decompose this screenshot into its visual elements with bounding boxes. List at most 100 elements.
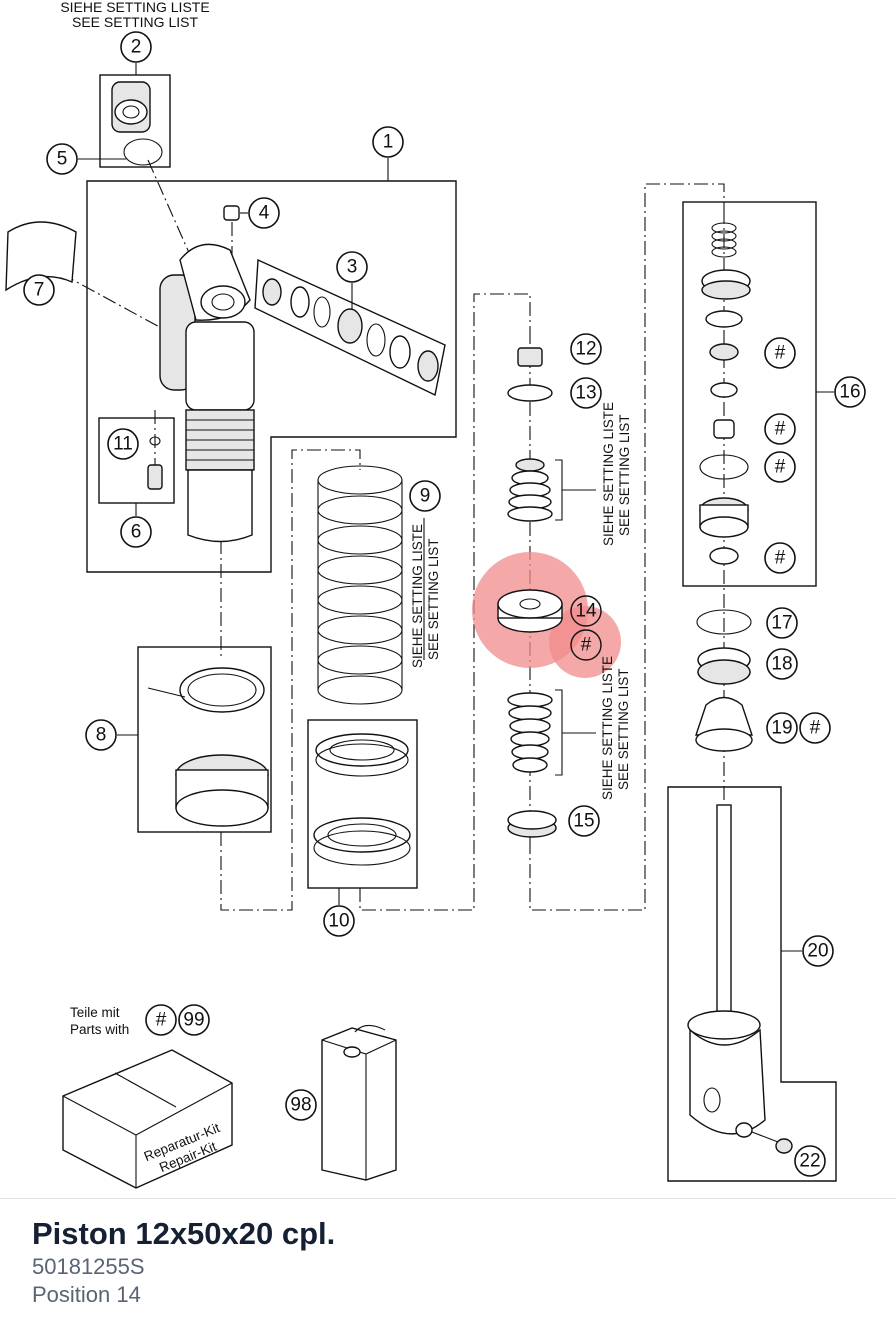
callout-13[interactable]: 13 (570, 377, 602, 409)
oil-can (321, 1024, 397, 1181)
callout-15[interactable]: 15 (568, 805, 600, 837)
callout-14-hash[interactable]: # (570, 629, 602, 661)
part-17-o-ring (696, 609, 752, 635)
part-14-piston (497, 589, 563, 633)
callout-17[interactable]: 17 (766, 607, 798, 639)
svg-text:15: 15 (573, 811, 594, 832)
svg-text:10: 10 (328, 911, 349, 932)
callout-22[interactable]: 22 (794, 1145, 826, 1177)
callout-4[interactable]: 4 (248, 197, 280, 229)
callout-19[interactable]: 19 (766, 712, 798, 744)
callout-16-hash-d[interactable]: # (764, 542, 796, 574)
callout-3[interactable]: 3 (336, 251, 368, 283)
frame-part-1 (86, 180, 457, 573)
part-13-washer (507, 384, 553, 402)
callout-2[interactable]: 2 (120, 31, 152, 63)
repair-kit-box: Reparatur-Kit Repair-Kit (62, 1049, 233, 1189)
setting-note-top-line1: SIEHE SETTING LISTE (60, 0, 209, 15)
setting-note-2-line2: SEE SETTING LIST (616, 668, 631, 790)
exploded-parts-diagram: SIEHE SETTING LISTE SEE SETTING LIST (5, 0, 866, 1189)
frame-part-6 (98, 417, 175, 504)
kit-note-line2: Parts with (70, 1022, 129, 1037)
frame-part-8 (137, 646, 272, 833)
callout-99[interactable]: 99 (178, 1004, 210, 1036)
svg-text:7: 7 (34, 280, 45, 301)
svg-text:16: 16 (839, 382, 860, 403)
setting-note-rotated-1: SIEHE SETTING LISTE SEE SETTING LIST (601, 402, 632, 546)
callout-98[interactable]: 98 (285, 1089, 317, 1121)
callout-14[interactable]: 14 (570, 595, 602, 627)
shim-stack-lower (507, 692, 553, 773)
frame-part-10 (307, 719, 418, 889)
callout-11[interactable]: 11 (107, 428, 139, 460)
setting-note-rotated-3: SIEHE SETTING LISTE SEE SETTING LIST (410, 524, 441, 668)
part-8-preload-ring (147, 667, 269, 827)
part-12-nut (517, 347, 543, 367)
svg-text:#: # (775, 419, 786, 440)
svg-text:4: 4 (259, 203, 270, 224)
part-5-o-ring (123, 138, 163, 166)
callout-5[interactable]: 5 (46, 143, 78, 175)
callout-16-hash-b[interactable]: # (764, 413, 796, 445)
bracket-upper (555, 459, 596, 521)
part-2-adjuster (111, 81, 163, 166)
setting-note-rotated-2: SIEHE SETTING LISTE SEE SETTING LIST (600, 656, 631, 800)
frame-part-16 (682, 201, 817, 587)
svg-text:22: 22 (799, 1151, 820, 1172)
frame-part-20 (667, 786, 837, 1182)
callout-7[interactable]: 7 (23, 274, 55, 306)
callout-kit-hash[interactable]: # (145, 1004, 177, 1036)
part-19-bumper (695, 696, 753, 752)
callout-16[interactable]: 16 (834, 376, 866, 408)
part-16-compression-adjuster (699, 222, 751, 565)
callout-6[interactable]: 6 (120, 516, 152, 548)
svg-text:14: 14 (575, 601, 597, 622)
svg-text:3: 3 (347, 257, 358, 278)
callout-8[interactable]: 8 (85, 719, 117, 751)
callout-16-hash-a[interactable]: # (764, 337, 796, 369)
callout-18[interactable]: 18 (766, 648, 798, 680)
svg-text:8: 8 (96, 725, 107, 746)
callout-16-hash-c[interactable]: # (764, 451, 796, 483)
callout-9[interactable]: 9 (409, 480, 441, 512)
svg-text:#: # (775, 457, 786, 478)
part-18-seal-head (697, 647, 751, 685)
part-3-seal-kit (254, 258, 446, 397)
svg-text:#: # (156, 1010, 167, 1031)
svg-text:5: 5 (57, 149, 68, 170)
part-position: Position 14 (32, 1282, 141, 1307)
kit-note-line1: Teile mit (70, 1005, 120, 1020)
shim-stack-upper (507, 458, 553, 522)
part-1-shock-body (147, 205, 255, 543)
part-10-spring-seats (313, 733, 411, 866)
connector-15-to-16 (529, 183, 725, 911)
svg-text:#: # (775, 548, 786, 569)
part-9-spring (317, 465, 403, 705)
svg-text:#: # (581, 635, 592, 656)
callout-10[interactable]: 10 (323, 905, 355, 937)
svg-text:98: 98 (290, 1095, 311, 1116)
bracket-lower (555, 689, 596, 776)
part-20-piston-rod (687, 804, 766, 1138)
svg-text:#: # (810, 718, 821, 739)
callout-12[interactable]: 12 (570, 333, 602, 365)
callout-20[interactable]: 20 (802, 935, 834, 967)
callout-19-hash[interactable]: # (799, 712, 831, 744)
svg-text:19: 19 (771, 718, 792, 739)
svg-text:20: 20 (807, 941, 828, 962)
part-15-nut (507, 810, 557, 838)
svg-text:1: 1 (383, 132, 394, 153)
part-info-footer: Piston 12x50x20 cpl. 50181255S Position … (32, 1215, 872, 1309)
part-title: Piston 12x50x20 cpl. (32, 1216, 336, 1251)
connector-1-to-8 (220, 449, 361, 911)
svg-text:2: 2 (131, 37, 142, 58)
svg-text:18: 18 (771, 654, 792, 675)
frame-part-2 (99, 74, 171, 168)
connector-2-to-1 (147, 159, 191, 256)
svg-text:#: # (775, 343, 786, 364)
callout-1[interactable]: 1 (372, 126, 404, 158)
svg-text:17: 17 (771, 613, 792, 634)
setting-note-1-line2: SEE SETTING LIST (617, 414, 632, 536)
setting-note-2-line1: SIEHE SETTING LISTE (600, 656, 615, 800)
svg-text:11: 11 (113, 434, 133, 455)
